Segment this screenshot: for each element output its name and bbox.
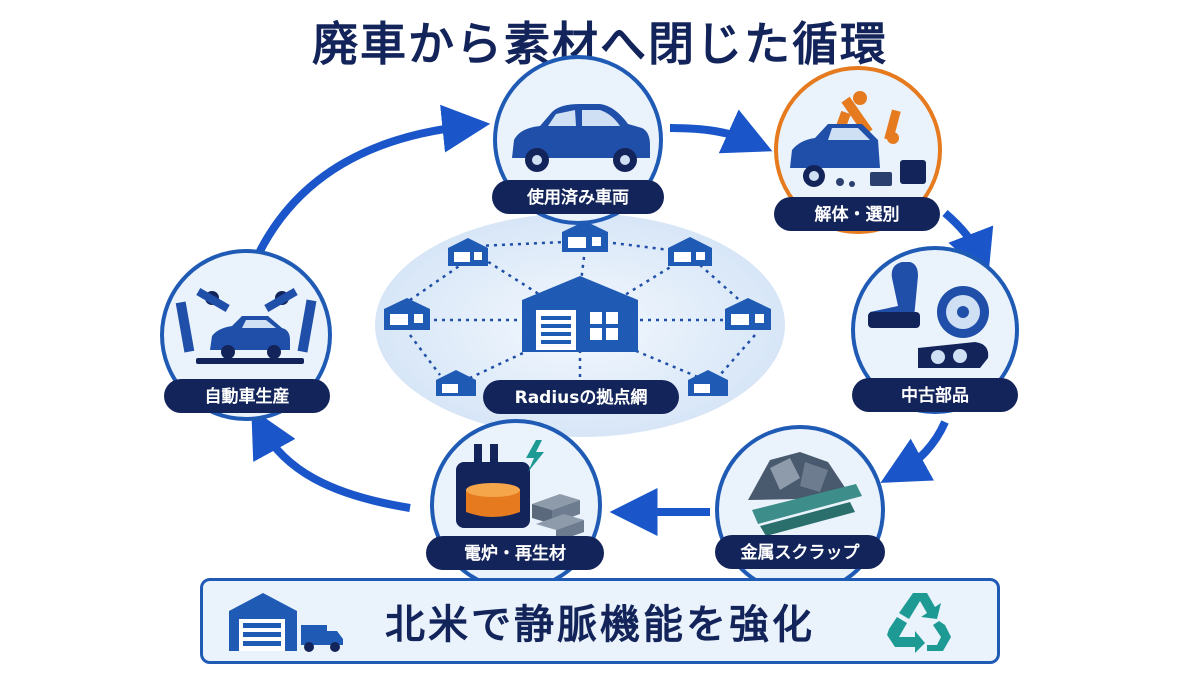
hub-label: Radiusの拠点網 <box>515 387 648 408</box>
robot-arm-icon <box>835 91 901 144</box>
warehouse-icon <box>688 370 728 396</box>
hub-label-pill <box>483 380 679 414</box>
node-label-dismantling: 解体・選別 <box>815 204 900 225</box>
arrow-to-auto-production <box>251 408 411 512</box>
car-body-icon <box>790 124 880 187</box>
recycle-icon <box>887 593 951 653</box>
node-metal-scrap: 金属スクラップ <box>715 425 885 595</box>
node-label-metal-scrap: 金属スクラップ <box>740 542 861 563</box>
assembly-line-icon <box>175 288 317 353</box>
banner: 北米で静脈機能を強化 <box>200 578 1000 664</box>
car-icon <box>196 316 304 364</box>
warehouse-truck-icon <box>229 593 343 652</box>
warehouse-icon <box>384 298 430 330</box>
wheel-icon <box>937 286 989 338</box>
node-label-used-vehicle: 使用済み車両 <box>526 187 629 208</box>
truck-icon <box>301 625 343 652</box>
node-label-eaf: 電炉・再生材 <box>464 543 566 564</box>
scrap-pile-icon <box>748 452 862 536</box>
central-warehouse-icon <box>522 276 638 352</box>
cycle-arrows <box>251 104 994 536</box>
hub-network: Radiusの拠点網 <box>375 213 785 437</box>
car-seat-icon <box>868 262 920 328</box>
node-eaf: 電炉・再生材 <box>426 419 604 591</box>
arrow-to-used-parts <box>942 209 994 279</box>
warehouse-icon <box>725 298 771 330</box>
arrow-to-used-vehicle <box>254 104 491 257</box>
warehouse-icon <box>448 238 488 266</box>
node-dismantling: 解体・選別 <box>774 66 942 234</box>
car-icon <box>512 104 650 172</box>
node-label-used-parts: 中古部品 <box>901 385 969 406</box>
node-used-vehicle: 使用済み車両 <box>492 55 664 225</box>
steel-ingot-icon <box>532 494 584 542</box>
arrow-to-dismantling <box>669 109 773 154</box>
node-label-auto-production: 自動車生産 <box>205 386 290 407</box>
network-links <box>409 240 756 387</box>
node-auto-production: 自動車生産 <box>160 249 332 421</box>
parts-icon <box>836 160 926 187</box>
warehouse-icon <box>436 370 476 396</box>
warehouse-icon <box>562 221 608 252</box>
lightning-icon <box>526 440 544 472</box>
furnace-icon <box>456 444 530 528</box>
node-used-parts: 中古部品 <box>851 246 1019 414</box>
warehouse-icon <box>668 237 712 266</box>
banner-text: 北米で静脈機能を強化 <box>385 602 815 648</box>
warehouse-icon <box>229 593 297 651</box>
arrow-to-metal-scrap <box>880 420 949 483</box>
headlight-icon <box>918 342 989 368</box>
